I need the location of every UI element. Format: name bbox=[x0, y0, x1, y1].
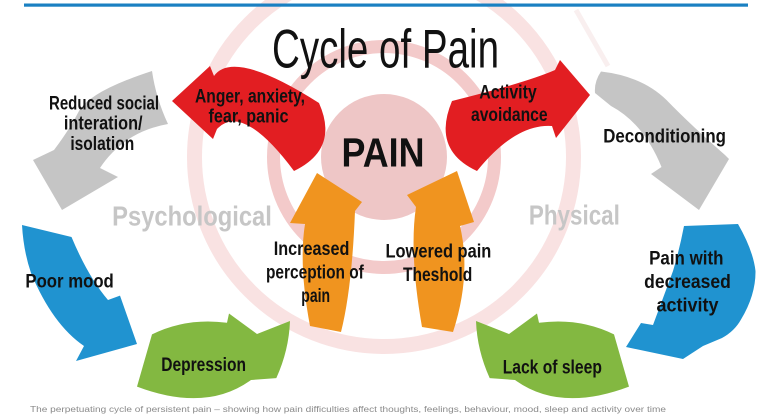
svg-text:isolation: isolation bbox=[70, 134, 134, 155]
svg-text:Cycle of Pain: Cycle of Pain bbox=[272, 19, 499, 80]
svg-text:The perpetuating cycle of pers: The perpetuating cycle of persistent pai… bbox=[30, 405, 667, 414]
svg-text:Reduced social: Reduced social bbox=[49, 93, 159, 114]
svg-text:Psychological: Psychological bbox=[112, 200, 272, 231]
svg-text:interation/: interation/ bbox=[64, 114, 143, 135]
svg-text:decreased: decreased bbox=[644, 272, 731, 293]
svg-text:Lowered pain: Lowered pain bbox=[386, 241, 492, 262]
svg-text:Physical: Physical bbox=[529, 200, 620, 231]
svg-text:Depression: Depression bbox=[161, 355, 246, 376]
svg-text:Theshold: Theshold bbox=[403, 265, 472, 286]
svg-text:Poor mood: Poor mood bbox=[25, 271, 113, 292]
svg-text:PAIN: PAIN bbox=[342, 130, 425, 176]
svg-text:pain: pain bbox=[301, 286, 330, 307]
svg-text:Deconditioning: Deconditioning bbox=[603, 127, 726, 148]
svg-text:fear, panic: fear, panic bbox=[209, 107, 289, 128]
svg-text:Pain with: Pain with bbox=[649, 249, 723, 270]
svg-text:activity: activity bbox=[657, 296, 719, 317]
svg-text:Activity: Activity bbox=[479, 83, 537, 104]
svg-text:Anger, anxiety,: Anger, anxiety, bbox=[195, 87, 305, 108]
svg-text:perception of: perception of bbox=[266, 262, 364, 283]
svg-text:Increased: Increased bbox=[274, 239, 350, 260]
svg-text:avoidance: avoidance bbox=[471, 105, 548, 126]
svg-text:Lack of sleep: Lack of sleep bbox=[503, 358, 602, 379]
